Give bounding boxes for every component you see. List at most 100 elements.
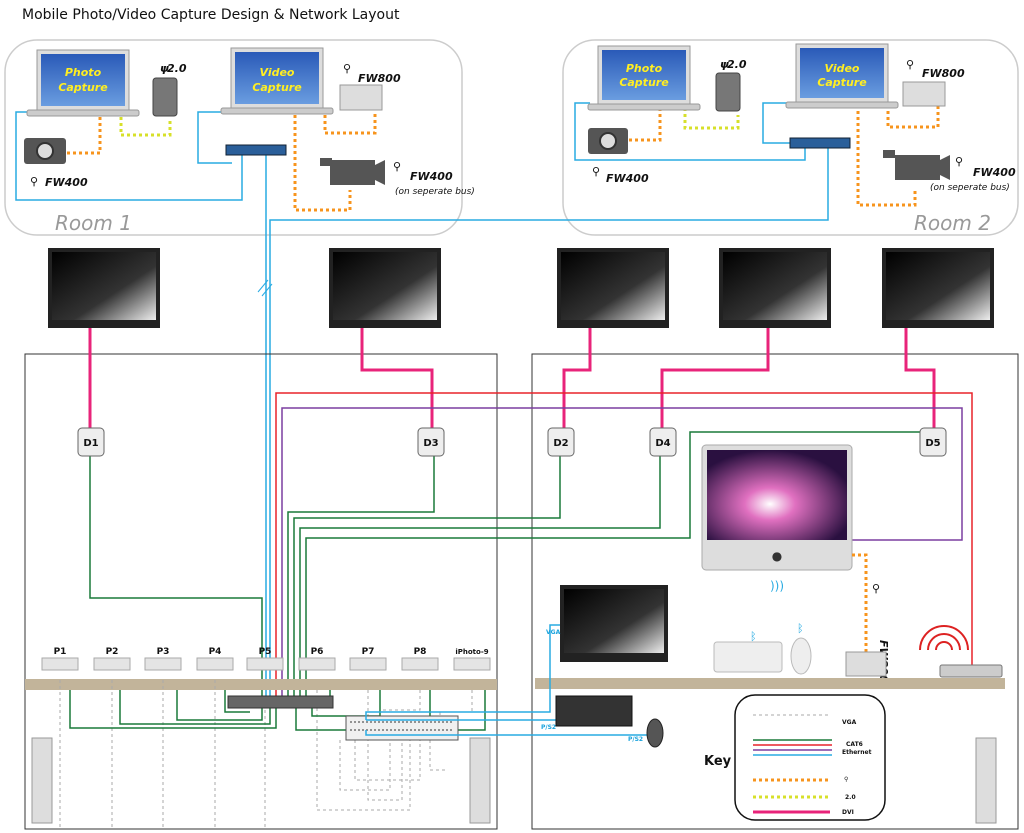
svg-text:P/S2: P/S2 [541, 724, 556, 731]
fw800-drive [845, 651, 887, 677]
port-box-iphoto-9 [453, 657, 491, 671]
fw800-drive [902, 81, 946, 107]
laptop-photo-capture-room-1: Photo Capture [26, 49, 140, 117]
break-mark [261, 283, 273, 297]
mouse [646, 718, 664, 748]
keyboard [555, 695, 633, 727]
svg-text:iPhoto-9: iPhoto-9 [455, 648, 488, 656]
firewire-cable [65, 117, 102, 155]
svg-text:Photo: Photo [65, 66, 102, 79]
ethernet-cable-purple [281, 407, 963, 705]
video-camera-icon [330, 160, 375, 185]
laptop-photo-capture-room-2: Photo Capture [587, 45, 701, 111]
usb-cable [119, 117, 172, 137]
room-2-label: Room 2 [914, 211, 991, 235]
svg-text:D1: D1 [83, 438, 98, 449]
ethernet-cable-green [89, 456, 263, 700]
dvi-cable [660, 328, 770, 428]
svg-text:P6: P6 [311, 647, 324, 657]
ps2-cable [365, 730, 650, 736]
usb-cable [683, 108, 740, 130]
laptop-video-capture-room-1: Video Capture [220, 47, 334, 115]
ethernet-cable-green [305, 431, 920, 705]
ethernet-cable-green [287, 456, 435, 705]
equipment-rack [31, 737, 53, 824]
firewire-cable [293, 115, 352, 212]
dvi-cable [904, 328, 936, 428]
firewire-cable [625, 108, 662, 142]
port-box-p5 [246, 657, 284, 671]
svg-text:P8: P8 [414, 647, 427, 657]
svg-text:CAT6: CAT6 [846, 741, 863, 748]
firewire-cable [852, 553, 868, 655]
svg-text:P2: P2 [106, 647, 119, 657]
firewire-icon: ⚲ [393, 160, 401, 173]
laptop-video-capture-room-2: Video Capture [785, 43, 899, 109]
display-box-d5 [919, 427, 947, 457]
svg-text:P4: P4 [209, 647, 222, 657]
firewire-icon: ⚲ [955, 155, 963, 168]
svg-text:Video: Video [825, 62, 860, 75]
ethernet-cable [15, 111, 243, 201]
bluetooth-icon: ᛒ [750, 630, 757, 643]
svg-text:FW800: FW800 [922, 67, 965, 80]
port-box-p8 [401, 657, 439, 671]
svg-text:Ethernet: Ethernet [842, 749, 872, 756]
svg-text:Capture: Capture [817, 76, 867, 89]
ethernet-cable-green [293, 456, 561, 705]
display-box-d3 [417, 427, 445, 457]
ethernet-cable [574, 102, 806, 161]
display-boxes: D1 D2 D3 D4 D5 [77, 427, 947, 457]
svg-text:Capture: Capture [252, 81, 302, 94]
wireless-keyboard [713, 641, 783, 673]
svg-text:FW400: FW400 [606, 172, 649, 185]
firewire-cable [323, 112, 377, 135]
display-box-d1 [77, 427, 105, 457]
svg-text:P7: P7 [362, 647, 375, 657]
main-network-switch [227, 695, 334, 709]
svg-text:VGA: VGA [546, 629, 561, 636]
imac: ● ))) [701, 444, 853, 593]
ethernet-cable [762, 102, 795, 144]
ethernet-cable [197, 111, 232, 164]
equipment-rack [469, 737, 491, 824]
vga-blue-cable [365, 624, 560, 720]
display-box-d2 [547, 427, 575, 457]
svg-text:Video: Video [260, 66, 295, 79]
wall-monitors [48, 248, 994, 328]
firewire-icon: ⚲ [30, 175, 38, 188]
svg-text:P5: P5 [259, 647, 272, 657]
firewire-icon: ⚲ [592, 165, 600, 178]
port-box-p4 [196, 657, 234, 671]
port-boxes: P1 P2 P3 P4 P5 P6 P7 P8 iPhoto-9 [41, 647, 491, 671]
firewire-cable [856, 105, 917, 207]
usb-icon: ψ [160, 62, 169, 75]
break-mark [257, 279, 269, 293]
port-box-p7 [349, 657, 387, 671]
usb-hard-drive [152, 77, 178, 117]
ethernet-cable-red [275, 392, 973, 705]
shelf-room-2 [535, 678, 1005, 689]
svg-text:2.0: 2.0 [167, 62, 187, 75]
firewire-icon: ⚲ [343, 62, 351, 75]
usb-hard-drive [715, 72, 741, 112]
video-camera-icon [895, 155, 940, 180]
ethernet-uplink [269, 147, 829, 705]
port-box-p6 [298, 657, 336, 671]
svg-text:DVI: DVI [842, 809, 854, 816]
port-box-p3 [144, 657, 182, 671]
network-switch [789, 137, 851, 149]
key-title: Key [704, 754, 732, 769]
svg-text:FW400: FW400 [45, 176, 88, 189]
apple-logo-icon: ● [772, 549, 782, 563]
wireless-router [919, 625, 1003, 678]
shelf-room-1 [25, 679, 497, 690]
svg-text:P/S2: P/S2 [628, 736, 643, 743]
svg-text:D5: D5 [925, 438, 940, 449]
svg-text:P3: P3 [157, 647, 170, 657]
svg-text:D4: D4 [655, 438, 670, 449]
ethernet-cable-green [299, 456, 661, 705]
svg-text:FW800: FW800 [358, 72, 401, 85]
svg-text:D3: D3 [423, 438, 438, 449]
